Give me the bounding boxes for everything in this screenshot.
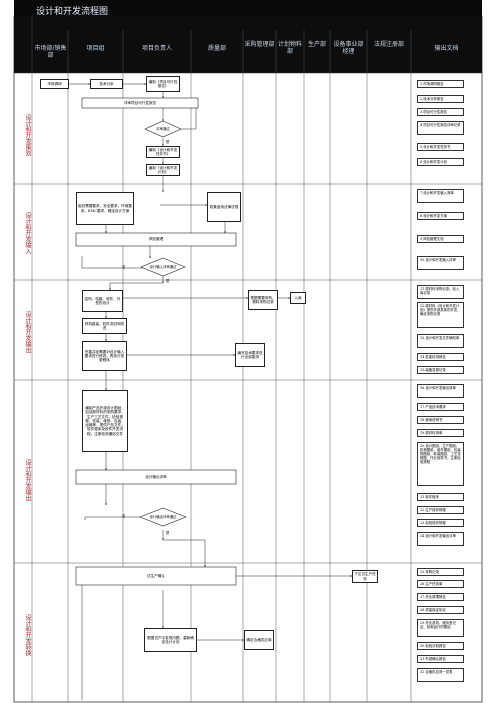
column-header-production: 生产部 bbox=[307, 41, 326, 48]
header-row bbox=[14, 16, 482, 73]
step-define-requirements: 组织需要要求，安全要求，环境要求，EMC要求，确定设计方案 bbox=[76, 192, 134, 225]
step-revise-design: 完善并经需要对设计输入要求进行修改，再执行变更程序 bbox=[82, 341, 127, 371]
output-doc: 9.风险管理文档 bbox=[417, 235, 464, 243]
output-doc: 25.采购记录 bbox=[417, 568, 464, 576]
column-header-project-team: 项目组 bbox=[86, 45, 105, 52]
step-review-feasibility: 评审项目可行性报告 bbox=[123, 100, 157, 105]
step-warehouse: 入库 bbox=[290, 292, 306, 304]
phase-label-input: 设计和开发输入 bbox=[24, 212, 31, 254]
output-doc: 21.软件程序 bbox=[417, 493, 464, 501]
output-doc: 18.使用说明书 bbox=[417, 416, 464, 424]
step-trial-production: 试生产确认 bbox=[147, 573, 165, 578]
output-doc: 19.原材料清单 bbox=[417, 429, 464, 437]
output-doc: 31.外观确认报告 bbox=[417, 655, 464, 663]
title-bar bbox=[14, 0, 482, 16]
decision-input-review-passed bbox=[140, 257, 186, 277]
column-header-procurement: 采购管理部 bbox=[244, 41, 275, 48]
column-header-equipment: 设备事业部经理 bbox=[333, 41, 364, 55]
flow-label-yes-1: 是 bbox=[166, 140, 170, 144]
step-redefine-plan: 根据试产中发现问题，重新确定设计计划 bbox=[144, 628, 197, 652]
phase-label-output-b: 设计和开发输出 bbox=[24, 459, 31, 501]
output-doc: 12.原材料《设计和开发计划》提供外部具体的开发、确定采购记录 bbox=[417, 302, 464, 328]
step-prepare-design-output: 编制产品外观设计图纸，包括原材料的采购要求、生产工艺文件、检验规程、安装、维修、… bbox=[82, 390, 128, 452]
output-doc: 10.设计和开发输入评审 bbox=[417, 256, 464, 270]
output-doc: 7.设计和开发输入清单 bbox=[417, 189, 464, 203]
step-qualified-suppliers: 确定合格供应商 bbox=[244, 630, 274, 650]
step-risk-management: 风险管理 bbox=[148, 237, 164, 242]
output-doc: 1.市场调研报告 bbox=[417, 80, 464, 88]
decision-label-input-review: 设计输入评审通过 bbox=[149, 265, 177, 269]
column-header-project-lead: 项目负责人 bbox=[141, 45, 172, 52]
decision-output-review-passed bbox=[139, 507, 187, 527]
output-doc: 3.项目可行性报告 bbox=[417, 108, 464, 116]
output-doc: 17.产品技术要求 bbox=[417, 403, 464, 411]
output-doc: 32.合格供应商一览表 bbox=[417, 668, 464, 682]
output-doc: 26.生产任务单 bbox=[417, 580, 464, 588]
step-technical-requirements: 编写技术要求进行全部能测 bbox=[235, 343, 265, 367]
output-doc: 20.设计图纸、生产图纸、机械图纸、组件图纸、包装规图纸、软装图纸、工艺流程图、… bbox=[417, 442, 464, 486]
output-doc: 24.设计和开发输出评审 bbox=[417, 532, 464, 546]
output-doc: 23.检验操作规程 bbox=[417, 519, 464, 527]
output-doc: 27.作业原理报告 bbox=[417, 593, 464, 601]
output-doc: 15.装备变更记录 bbox=[417, 366, 464, 374]
output-doc: 5.设计和开发任务书 bbox=[417, 143, 464, 151]
step-tech-analysis: 技术分析 bbox=[90, 79, 123, 89]
flow-label-no-1: 否 bbox=[122, 265, 126, 269]
output-doc: 14.性能检测报告 bbox=[417, 353, 464, 361]
output-doc: 4.项目可行性报告评审记录 bbox=[417, 121, 464, 135]
phase-label-output-a: 设计和开发输出 bbox=[24, 311, 31, 353]
step-design-plan: 编制《设计和开发计划》 bbox=[146, 164, 180, 176]
decision-label-output-review: 设计输出评审通过 bbox=[149, 515, 177, 519]
output-doc: 28.质量保证协议 bbox=[417, 606, 464, 614]
flow-label-yes-2: 是 bbox=[166, 279, 170, 283]
step-prototype-testing: 样机组装、软件测试和改进 bbox=[82, 318, 127, 334]
output-doc: 8.设计和开发方案 bbox=[417, 212, 464, 220]
decision-label-review: 评审通过 bbox=[156, 127, 170, 131]
step-structure-circuit-design: 结构、电路、软件、外型的设计 bbox=[82, 290, 123, 312]
flow-label-no-2: 否 bbox=[122, 514, 126, 518]
output-doc: 22.生产操作规程 bbox=[417, 506, 464, 514]
step-output-review: 设计输出评审 bbox=[145, 474, 167, 479]
output-doc: 30.检验试验报告 bbox=[417, 642, 464, 650]
step-design-task: 编制《设计和开发任务书》 bbox=[146, 146, 180, 158]
output-doc: 11.原材料采购记录、检入库记录 bbox=[417, 285, 464, 299]
step-purchase-materials: 根据需要采购，物料采购记录 bbox=[248, 290, 278, 310]
page-title: 设计和开发流程图 bbox=[36, 7, 109, 17]
decision-review-passed bbox=[144, 120, 182, 138]
step-collect-regulations: 收集适用法律法规 bbox=[207, 192, 241, 222]
column-header-planning: 计划物料部 bbox=[277, 41, 302, 55]
output-doc: 29.作业准则、服务登记证、检和运行的要结 bbox=[417, 619, 464, 637]
phase-label-transfer: 设计和开发转换 bbox=[24, 614, 31, 656]
step-market-research: 市场调研 bbox=[40, 79, 69, 89]
column-header-output-docs: 输出文档 bbox=[434, 45, 459, 52]
step-trial-order: 下达试生产任务 bbox=[352, 570, 378, 583]
output-doc: 16.设计和开发输出清单 bbox=[417, 384, 464, 398]
flow-label-yes-3: 是 bbox=[166, 531, 170, 535]
output-doc: 2.技术分析报告 bbox=[417, 95, 464, 103]
phase-label-planning: 设计和开发策划 bbox=[24, 114, 31, 156]
step-feasibility-report: 编制《项目可行性报告》 bbox=[146, 76, 180, 92]
output-doc: 13.设计和开发文件确知单 bbox=[417, 334, 464, 348]
column-header-quality: 质量部 bbox=[207, 45, 226, 52]
column-header-sales: 市场部/销售部 bbox=[34, 45, 67, 59]
column-header-regulatory: 法规注册部 bbox=[373, 41, 404, 48]
output-doc: 6.设计和开发计划 bbox=[417, 158, 464, 166]
